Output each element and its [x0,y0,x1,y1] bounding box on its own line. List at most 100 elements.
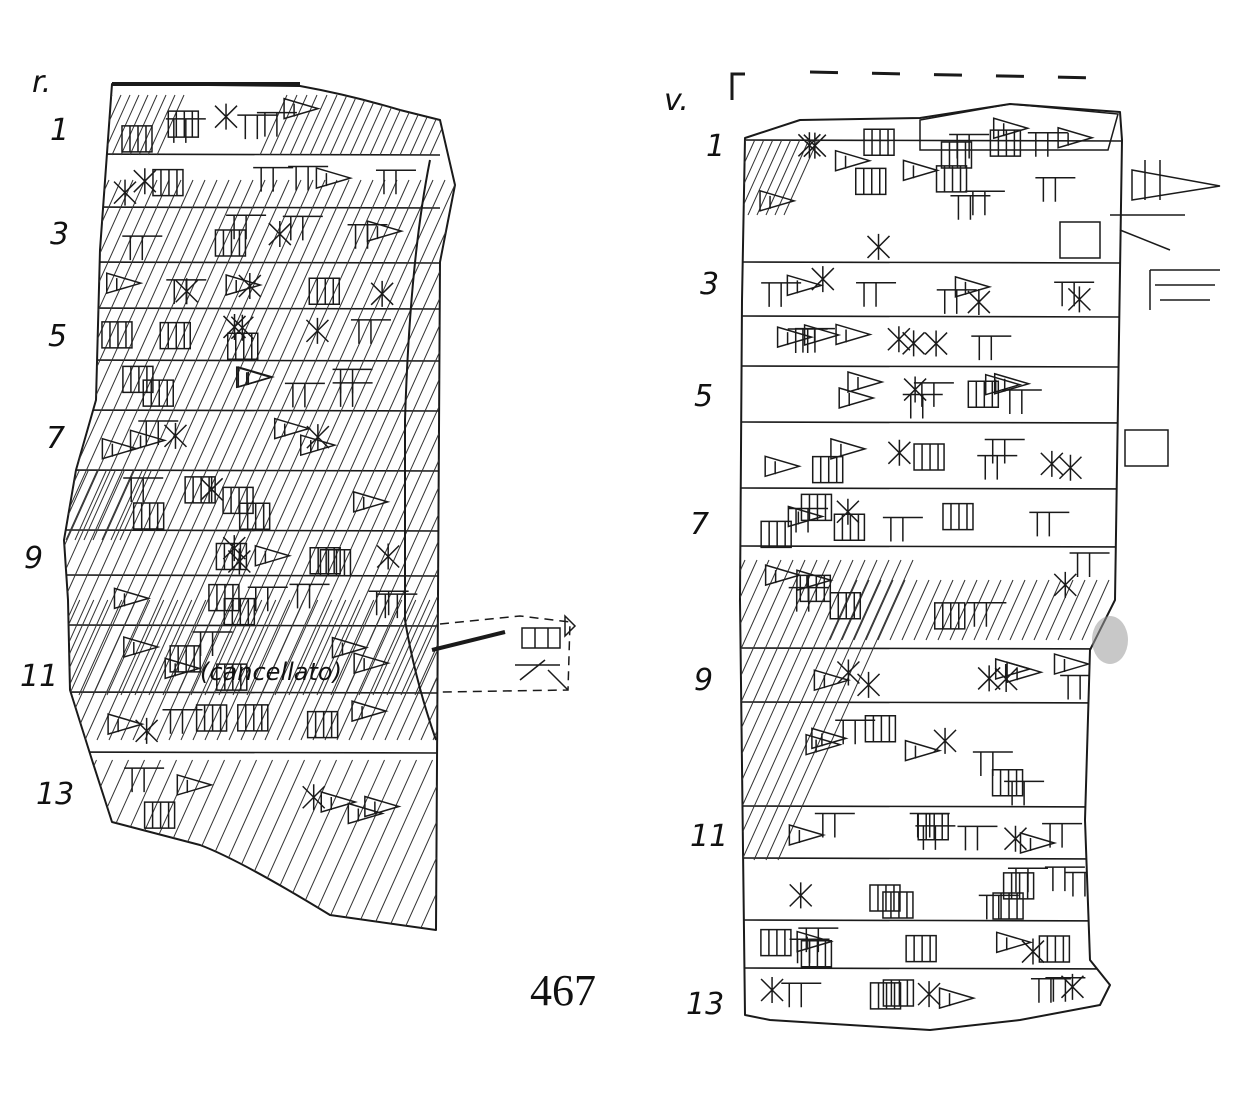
cuneiform-sign [1038,935,1071,963]
cuneiform-sign [967,289,991,316]
cuneiform-sign [799,574,832,603]
ruling-line [740,545,1122,548]
cuneiform-sign [984,438,1025,464]
cuneiform-sign [1007,867,1048,893]
cuneiform-sign [761,282,802,307]
cuneiform-sign [788,823,827,846]
cuneiform-sign [971,335,1012,361]
cuneiform-sign [904,739,943,762]
cuneiform-sign [113,587,152,610]
ruling-line [64,153,441,156]
ruling-line [740,805,1122,808]
cuneiform-sign [993,372,1032,395]
cuneiform-sign [864,715,897,743]
cuneiform-sign [319,548,352,577]
reverse-stain [1092,616,1128,664]
obverse-cuneiform-signs [101,97,418,829]
cuneiform-sign [208,583,240,612]
ruling-line [740,857,1122,860]
cuneiform-sign [105,272,144,295]
cuneiform-sign [152,168,184,197]
cuneiform-sign [122,235,163,261]
cuneiform-sign [1035,176,1076,202]
ruling-line [740,701,1122,704]
cuneiform-sign [184,476,216,504]
cuneiform-sign [902,159,941,182]
cuneiform-sign [789,882,813,909]
reverse-line-number: 1 [706,129,725,164]
cuneiform-sign [905,934,937,963]
cuneiform-sign [950,194,991,220]
erasure-extension-box [439,615,571,693]
cuneiform-sign [797,132,821,159]
plate-number: 467 [530,966,596,1015]
cuneiform-sign [994,658,1033,681]
cuneiform-sign [123,636,161,659]
cuneiform-sign [159,321,191,350]
reverse-line-number: 9 [694,663,713,698]
ruling-line [740,315,1122,318]
cuneiform-sign [760,928,792,957]
cuneiform-sign [138,420,179,445]
cuneiform-sign [237,114,278,140]
obverse-ruling-lines [64,153,441,754]
cuneiform-sign [989,129,1022,157]
reverse-damage-hatching [740,139,1110,861]
cuneiform-sign [847,370,885,394]
cuneiform-sign [838,386,876,409]
cuneiform-sign [924,330,948,357]
cuneiform-sign [284,382,325,408]
ruling-line [64,574,441,577]
ruling-line [64,529,441,532]
cuneiform-sign [289,583,330,609]
cuneiform-sign [222,486,254,515]
cuneiform-sign [200,476,224,503]
cuneiform-sign [964,190,1005,216]
cuneiform-sign [917,981,941,1008]
cuneiform-sign [368,590,409,616]
ruling-line [740,647,1122,650]
cuneiform-sign [163,422,188,449]
cuneiform-sign [811,266,835,293]
reverse-line-number: 3 [700,267,719,302]
cuneiform-sign [247,586,288,612]
cuneiform-sign [351,700,389,723]
erasure-stroke [431,630,506,652]
cuneiform-sign [192,631,233,657]
reverse-line-number: 11 [690,819,728,854]
cuneiform-sign [869,982,902,1010]
cuneiform-sign [805,733,843,756]
cuneiform-sign [306,710,339,739]
cuneiform-sign [863,128,895,157]
ruling-line [64,469,441,472]
cuneiform-sign [288,165,329,191]
ruling-line [64,206,441,209]
hatch-area [259,94,455,156]
cuneiform-sign [353,652,391,675]
cuneiform-sign [991,769,1024,797]
ruling-line [740,487,1122,490]
cuneiform-sign [1058,454,1082,481]
hatch-area [829,579,1110,641]
cuneiform-sign [214,229,247,257]
cuneiform-sign [829,591,862,620]
cuneiform-sign [938,987,977,1010]
cuneiform-sign [972,751,1013,777]
cuneiform-sign [1027,132,1068,157]
cuneiform-sign [836,498,860,525]
cuneiform-sign [936,289,977,314]
cuneiform-sign [225,274,263,297]
ruling-line [740,919,1122,922]
reverse-cuneiform-signs [759,117,1110,1010]
cuneiform-sign [370,280,394,307]
cuneiform-sign [949,133,990,159]
cuneiform-sign [1060,674,1101,700]
cuneiform-sign [781,982,822,1008]
ruling-line [64,751,441,754]
cuneiform-sign [1064,871,1105,897]
reverse-side-label: v. [664,83,689,118]
obverse-damage-hatching [64,94,455,930]
cuneiform-sign [350,319,391,344]
cuneiform-sign [855,167,887,196]
cuneiform-sign [940,141,973,169]
